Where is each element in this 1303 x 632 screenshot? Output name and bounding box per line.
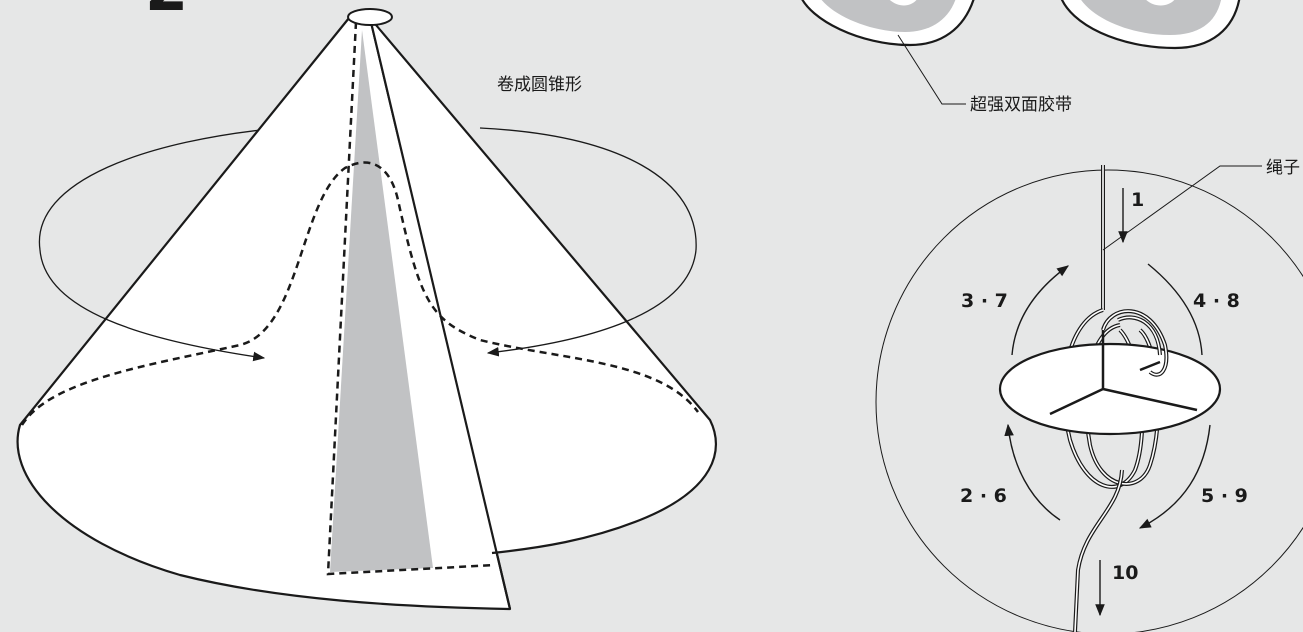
- arrow-2-6: [1004, 423, 1061, 521]
- disc-slits: [1049, 330, 1198, 416]
- arrow-3-7: [1011, 265, 1069, 356]
- seq-label-3-7: 3 · 7: [961, 290, 1008, 312]
- rotation-ellipse-back: [38, 127, 697, 251]
- rotation-arrow-right: [486, 249, 697, 357]
- double-tape-label: 超强双面胶带: [970, 95, 1072, 115]
- cone-illustration: [16, 8, 717, 611]
- seq-label-10: 10: [1112, 562, 1138, 584]
- tape-leader-line: [897, 34, 966, 105]
- rotation-arrow-left: [39, 249, 266, 362]
- arrow-4-8: [1147, 263, 1203, 356]
- seq-label-5-9: 5 · 9: [1201, 485, 1248, 507]
- disc: [998, 342, 1222, 436]
- tape-illustration: [801, 0, 1241, 105]
- seq-label-2-6: 2 · 6: [960, 485, 1007, 507]
- rope-leader-line: [1102, 165, 1262, 251]
- cone-overlap-edge: [368, 17, 512, 610]
- cone-top-opening: [347, 8, 393, 26]
- inner-curve-dashed: [20, 161, 700, 426]
- arrow-5-9: [1138, 424, 1211, 529]
- knot-detail: [875, 165, 1303, 632]
- hidden-edge-dashed: [326, 21, 496, 576]
- roll-cone-label: 卷成圆锥形: [497, 75, 582, 95]
- seq-label-1: 1: [1131, 189, 1144, 211]
- step-number: 2: [145, 0, 188, 25]
- tape-strip: [330, 30, 433, 572]
- rope-label: 绳子: [1266, 158, 1300, 178]
- seq-label-4-8: 4 · 8: [1193, 290, 1240, 312]
